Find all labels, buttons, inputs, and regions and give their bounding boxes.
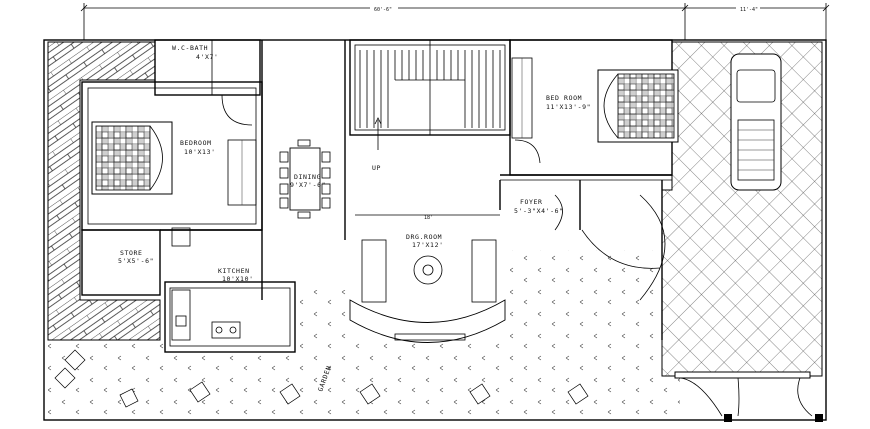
stair-up-label: UP	[372, 164, 381, 172]
door-swings	[221, 94, 666, 301]
drawing-room-width-dimension: 18'	[424, 215, 433, 221]
wc-bath-size: 4'X7'	[196, 53, 219, 61]
dining-size: 9'X7'-6"	[290, 181, 326, 189]
dimension-lines: 60'-6" 11'-4"	[80, 3, 830, 40]
wc-bath-label: W.C-BATH	[172, 44, 208, 52]
staircase	[354, 44, 506, 150]
drawing-room-label: DRG.ROOM	[406, 233, 442, 241]
bed-right-icon	[597, 69, 679, 143]
dining-label: DINING	[294, 173, 321, 181]
foyer-label: FOYER	[520, 198, 543, 206]
garage-gate	[674, 371, 823, 422]
garden-lawn	[48, 250, 680, 416]
dining-table-icon	[279, 139, 331, 219]
kitchen-counter	[171, 227, 241, 341]
bedroom-left-label: BEDROOM	[180, 139, 212, 147]
store-label: STORE	[120, 249, 143, 257]
garden-plants	[54, 349, 589, 408]
bed-left-icon	[91, 121, 173, 195]
bedroom-left-size: 10'X13'	[184, 148, 216, 156]
bedroom-right-size: 11'X13'-9"	[546, 103, 591, 111]
garage-width-dimension: 11'-4"	[740, 7, 758, 13]
drawing-room-furniture	[349, 214, 506, 343]
car-icon	[730, 53, 782, 191]
kitchen-label: KITCHEN	[218, 267, 250, 275]
overall-width-dimension: 60'-6"	[374, 7, 392, 13]
store-size: 5'X5'-6"	[118, 257, 154, 265]
drawing-room-size: 17'X12'	[412, 241, 444, 249]
foyer-size: 5'-3"X4'-6"	[514, 207, 564, 215]
kitchen-size: 10'X10'	[222, 275, 254, 283]
bedroom-right-label: BED ROOM	[546, 94, 582, 102]
